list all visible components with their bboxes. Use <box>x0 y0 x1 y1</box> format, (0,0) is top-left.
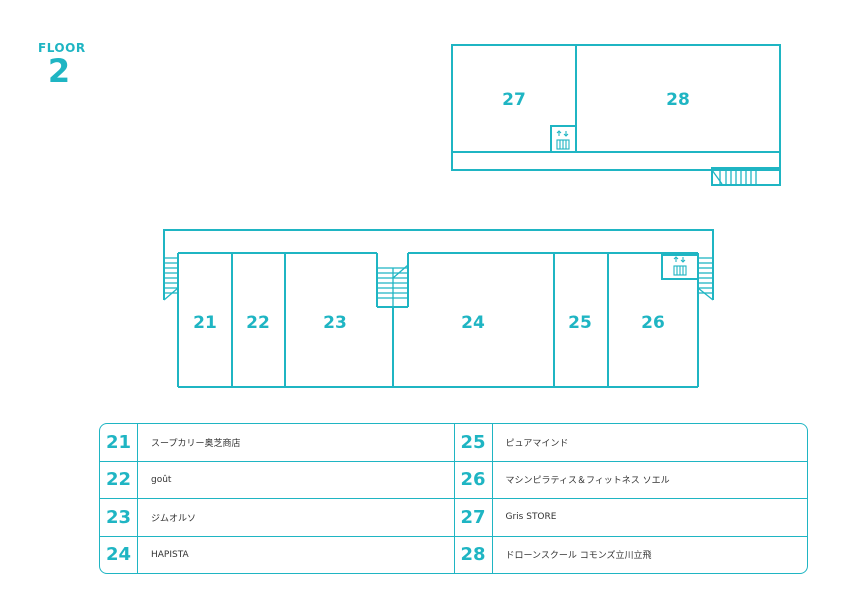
room-label-21: 21 <box>193 313 217 333</box>
room-27-elevator-box <box>550 125 577 153</box>
floor-word: FLOOR <box>38 41 86 55</box>
room-label-27: 27 <box>502 90 526 110</box>
directory-name: ジムオルソ <box>151 513 197 524</box>
upper-building-outline <box>451 44 781 171</box>
directory-row: 23 ジムオルソ <box>100 499 454 537</box>
directory-number: 22 <box>100 461 138 498</box>
room-label-28: 28 <box>666 90 690 110</box>
directory-number: 25 <box>455 424 493 461</box>
directory-row: 22 goût <box>100 461 454 499</box>
directory-number: 28 <box>455 536 493 573</box>
directory-name: マシンピラティス＆フィットネス ソエル <box>505 476 670 487</box>
tenant-directory: 21 スープカリー奥芝商店 22 goût 23 ジムオルソ 24 HAPIST… <box>99 423 808 574</box>
elevator-icon <box>673 256 687 276</box>
room-26-elevator-box <box>661 254 699 280</box>
room-label-25: 25 <box>568 313 592 333</box>
directory-column-right: 25 ピュアマインド 26 マシンピラティス＆フィットネス ソエル 27 Gri… <box>453 424 808 573</box>
directory-row: 28 ドローンスクール コモンズ立川立飛 <box>455 536 808 573</box>
directory-column-left: 21 スープカリー奥芝商店 22 goût 23 ジムオルソ 24 HAPIST… <box>100 424 454 573</box>
directory-number: 21 <box>100 424 138 461</box>
floor-number: 2 <box>47 52 71 90</box>
floor-label: FLOOR 2 <box>38 41 86 90</box>
directory-name: Gris STORE <box>505 512 557 523</box>
directory-row: 27 Gris STORE <box>454 499 807 537</box>
directory-number: 24 <box>100 536 138 573</box>
directory-name: goût <box>151 474 172 485</box>
elevator-icon <box>556 130 570 150</box>
directory-number: 26 <box>455 461 493 498</box>
directory-row: 26 マシンピラティス＆フィットネス ソエル <box>454 461 807 499</box>
directory-row: 21 スープカリー奥芝商店 <box>100 424 454 462</box>
room-label-26: 26 <box>641 313 665 333</box>
lower-corridor-outline <box>163 229 714 300</box>
room-label-22: 22 <box>246 313 270 333</box>
room-label-23: 23 <box>323 313 347 333</box>
directory-row: 25 ピュアマインド <box>454 424 807 462</box>
room-label-24: 24 <box>461 313 485 333</box>
directory-row: 24 HAPISTA <box>100 536 454 573</box>
upper-stairs-box <box>711 167 781 186</box>
directory-name: HAPISTA <box>151 549 189 560</box>
directory-name: スープカリー奥芝商店 <box>151 438 241 449</box>
directory-name: ドローンスクール コモンズ立川立飛 <box>505 551 652 562</box>
directory-number: 27 <box>455 499 493 536</box>
directory-name: ピュアマインド <box>505 438 569 449</box>
directory-number: 23 <box>100 499 138 536</box>
